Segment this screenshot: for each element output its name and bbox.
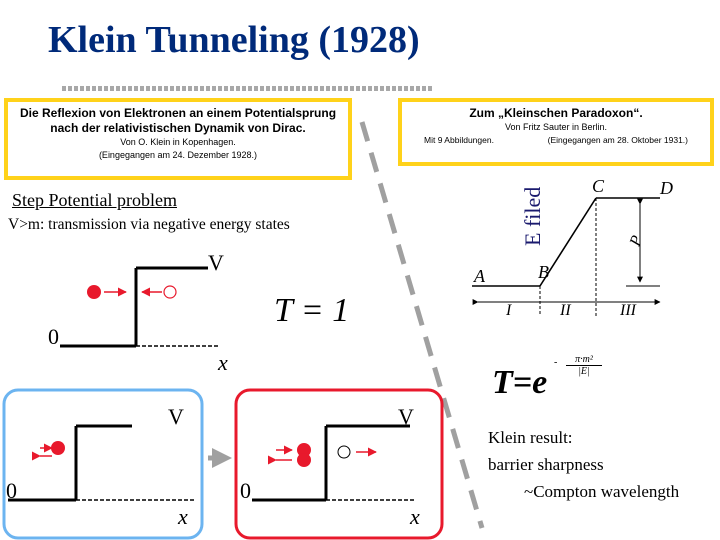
klein-result-line2: barrier sharpness [488,451,718,478]
t-formula-exponent-num: π·m² [566,354,602,366]
particle-incoming [87,285,101,299]
right-zero-label: 0 [240,478,251,504]
right-x-label: x [410,504,420,530]
right-v-label: V [398,404,414,430]
sauter-label-iii: III [620,302,636,320]
t-formula-exponent: π·m² |E| [566,354,602,377]
sauter-label-d: D [660,178,673,199]
klein-result-line1: Klein result: [488,424,718,451]
left-x-label: x [178,504,188,530]
sauter-label-ii: II [560,302,571,320]
sauter-figure [472,198,660,316]
klein-result: Klein result: barrier sharpness ~Compton… [488,424,718,505]
sauter-label-c: C [592,176,604,197]
divider-dashed-line [362,122,482,528]
step-diagram-main [60,268,218,346]
t-formula: T=e [492,364,547,402]
klein-result-line3: ~Compton wavelength [488,478,718,505]
t-equals-one: T = 1 [274,292,349,330]
t-formula-sign: - [554,357,557,368]
sauter-label-b: B [538,262,549,283]
antiparticle-transmitted [164,286,176,298]
sauter-label-a: A [474,266,485,287]
t-formula-exponent-den: |E| [566,366,602,377]
left-v-label: V [168,404,184,430]
main-zero-label: 0 [48,324,59,350]
t-formula-lhs: T=e [492,364,547,401]
left-zero-label: 0 [6,478,17,504]
sauter-label-i: I [506,302,511,320]
main-v-label: V [208,250,224,276]
main-x-label: x [218,350,228,376]
